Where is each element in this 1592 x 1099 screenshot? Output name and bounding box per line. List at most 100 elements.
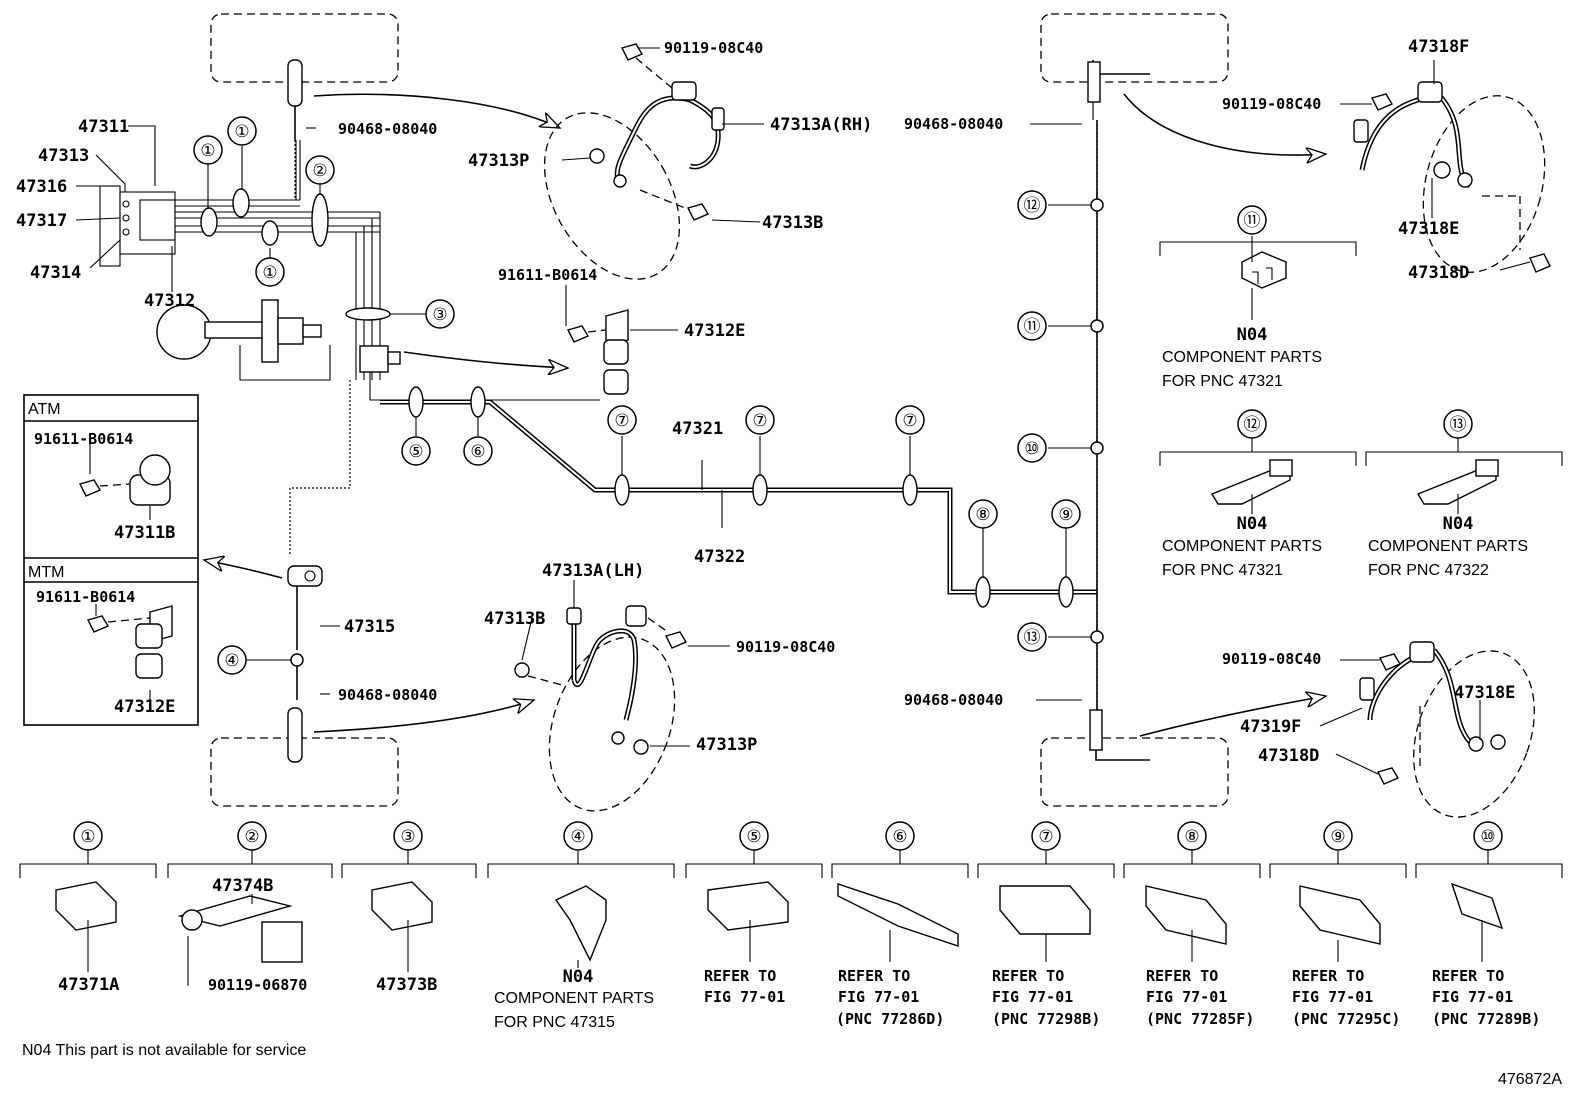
arrow-to-rear-bottom <box>1139 696 1326 737</box>
wheel-ellipse-front-rh <box>543 112 681 280</box>
label-47313p-top: 47313P <box>468 151 529 171</box>
label-90119-rtop: 90119-08C40 <box>1222 95 1321 113</box>
bottom-5-l1: REFER TO <box>704 967 776 985</box>
bottom-9-l3: (PNC 77295C) <box>1292 1010 1400 1028</box>
bottom-10-l1: REFER TO <box>1432 967 1504 985</box>
callout-6: ⑥ <box>470 442 485 461</box>
clamp-12-code: N04 <box>1237 514 1268 534</box>
label-47316: 47316 <box>16 177 67 197</box>
inset-mtm-bolt: 91611-B0614 <box>36 588 135 606</box>
bottom-callout-2: ② <box>244 827 259 846</box>
frame-12 <box>1159 451 1357 466</box>
bottom-callout-1: ① <box>80 827 95 846</box>
flex-hose-rear-top <box>1353 81 1551 273</box>
flex-hose-front-lh <box>514 605 688 755</box>
label-47318e-top: 47318E <box>1398 219 1459 239</box>
callout-11-right: ⑪ <box>1244 211 1261 230</box>
wheel-box-rear-right-bottom <box>1040 737 1229 807</box>
bottom-callout-8: ⑧ <box>1184 827 1199 846</box>
callout-13: ⑬ <box>1024 628 1041 647</box>
callout-5: ⑤ <box>408 442 423 461</box>
wheel-box-rear-right-top <box>1040 13 1229 83</box>
label-47313a-lh: 47313A(LH) <box>542 561 644 581</box>
wheel-ellipse-rear-top <box>1422 95 1546 273</box>
label-47322: 47322 <box>694 547 745 567</box>
bottom-5-l2: FIG 77-01 <box>704 988 785 1006</box>
front-top-hose-connector <box>287 59 303 200</box>
label-47315: 47315 <box>344 617 395 637</box>
bottom-4-line2: COMPONENT PARTS <box>494 990 654 1007</box>
bottom-callout-4: ④ <box>570 827 585 846</box>
arrow-to-inset <box>204 560 283 579</box>
label-91611-mid: 91611-B0614 <box>498 266 597 284</box>
wheel-ellipse-front-lh <box>548 636 676 812</box>
clamp-13-line1: COMPONENT PARTS <box>1368 538 1528 555</box>
callout-8: ⑧ <box>975 505 990 524</box>
frame-13 <box>1365 451 1563 466</box>
label-90468-rbot: 90468-08040 <box>904 691 1003 709</box>
callout-1a: ① <box>234 122 249 141</box>
clamp-12-line1: COMPONENT PARTS <box>1162 538 1322 555</box>
bottom-callout-7: ⑦ <box>1038 827 1053 846</box>
inset-atm-title: ATM <box>28 401 61 418</box>
label-47313b-top: 47313B <box>762 213 823 233</box>
wheel-box-front-left-top <box>210 13 399 83</box>
label-47313b-bot: 47313B <box>484 609 545 629</box>
inset-atm-bolt: 91611-B0614 <box>34 430 133 448</box>
bottom-2-top: 47374B <box>212 876 273 896</box>
label-47314: 47314 <box>30 263 81 283</box>
figure-id: 476872A <box>1498 1071 1562 1088</box>
clamp-12-line2: FOR PNC 47321 <box>1162 562 1283 579</box>
bottom-8-l1: REFER TO <box>1146 967 1218 985</box>
clamp-11-line1: COMPONENT PARTS <box>1162 349 1322 366</box>
callout-12-right: ⑫ <box>1244 415 1261 434</box>
callout-1b: ① <box>200 141 215 160</box>
label-47313p-bot: 47313P <box>696 735 757 755</box>
label-90119-bot: 90119-08C40 <box>736 638 835 656</box>
bottom-7-l3: (PNC 77298B) <box>992 1010 1100 1028</box>
label-90119-rbot: 90119-08C40 <box>1222 650 1321 668</box>
wheel-box-front-left-bottom <box>210 737 399 807</box>
wheel-ellipse-rear-bottom <box>1413 650 1535 818</box>
clamp-12-graphic <box>1210 459 1293 505</box>
callout-13-right: ⑬ <box>1450 415 1467 434</box>
callout-3: ③ <box>432 305 447 324</box>
bottom-9-l1: REFER TO <box>1292 967 1364 985</box>
bottom-10-l2: FIG 77-01 <box>1432 988 1513 1006</box>
clamp-1a-oval <box>200 207 218 237</box>
bottom-callout-10: ⑩ <box>1480 827 1495 846</box>
bracket-47312e-mid <box>566 309 629 395</box>
callout-7c: ⑦ <box>902 411 917 430</box>
bottom-row-texts: 47371A 47374B 90119-06870 47373B N04 COM… <box>58 876 1540 1031</box>
label-47321: 47321 <box>672 419 723 439</box>
inset-atm-part: 47311B <box>114 523 175 543</box>
footnote: N04 This part is not available for servi… <box>22 1042 306 1059</box>
bottom-10-l3: (PNC 77289B) <box>1432 1010 1540 1028</box>
label-47312: 47312 <box>144 291 195 311</box>
master-cylinder-assembly <box>99 140 381 381</box>
label-47317: 47317 <box>16 211 67 231</box>
callout-7a: ⑦ <box>614 411 629 430</box>
arrow-to-rear-top <box>1123 93 1326 155</box>
bottom-8-l2: FIG 77-01 <box>1146 988 1227 1006</box>
bottom-callout-9: ⑨ <box>1330 827 1345 846</box>
bottom-6-l3: (PNC 77286D) <box>836 1010 944 1028</box>
callout-4: ④ <box>224 651 239 670</box>
clamp-11-line2: FOR PNC 47321 <box>1162 373 1283 390</box>
arrow-to-front-lh <box>313 700 534 733</box>
main-brake-pipes <box>380 386 1097 608</box>
callout-11: ⑪ <box>1024 317 1041 336</box>
callout-circles: ① ① ① ② ③ ⑤ ⑥ ⑦ ⑦ ⑦ ⑧ ⑨ ④ ⑫ ⑪ ⑩ ⑬ ⑪ ⑫ <box>73 116 1503 851</box>
bottom-7-l2: FIG 77-01 <box>992 988 1073 1006</box>
clamp-13-line2: FOR PNC 47322 <box>1368 562 1489 579</box>
clamp-1c-oval <box>261 220 279 246</box>
bottom-6-l1: REFER TO <box>838 967 910 985</box>
label-90119-top: 90119-08C40 <box>664 39 763 57</box>
label-47312e-mid: 47312E <box>684 321 745 341</box>
atm-mtm-inset <box>23 394 199 726</box>
bottom-4-code: N04 <box>563 967 594 987</box>
callout-7b: ⑦ <box>752 411 767 430</box>
bottom-4-line3: FOR PNC 47315 <box>494 1014 615 1031</box>
clamp-13-code: N04 <box>1443 514 1474 534</box>
